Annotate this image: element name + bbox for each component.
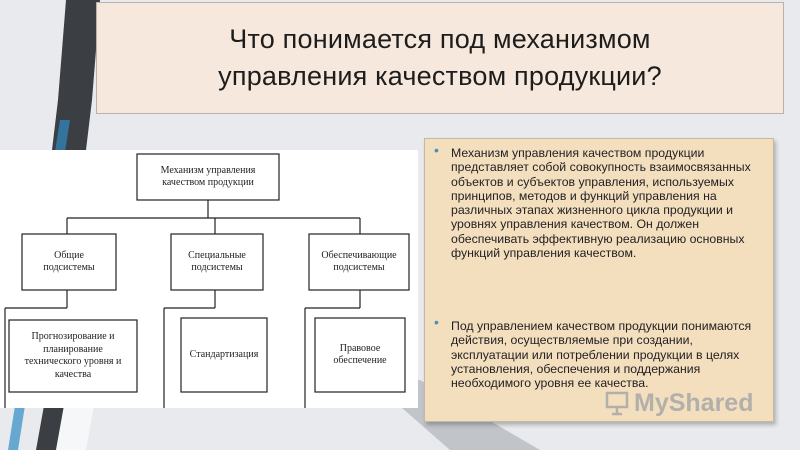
level3-node-2-line-1: Стандартизация [189,348,259,360]
level3-node-1-label: Прогнозирование и планирование техническ… [9,320,137,392]
level2-node-3-label: Обеспечивающие подсистемы [309,234,409,290]
bullet-icon: • [434,142,439,158]
title-box: Что понимается под механизмом управления… [96,2,784,114]
root-node-label: Механизм управления качеством продукции [137,154,279,200]
level3-node-2-label: Стандартизация [181,318,267,392]
diagram-panel: Механизм управления качеством продукции … [0,150,418,408]
paragraph-2: Под управлением качеством продукции пони… [451,319,752,391]
level2-node-1-line-2: подсистемы [43,262,95,273]
level2-node-1-label: Общие подсистемы [22,234,116,290]
bullet-icon: • [434,314,439,330]
title-line-1: Что понимается под механизмом [229,24,651,54]
level2-node-3-line-1: Обеспечивающие [321,249,397,261]
watermark-text: MyShared [634,388,754,417]
level3-node-1-line-1: Прогнозирование и [31,331,115,342]
level3-box-3 [314,317,406,393]
level2-box-1 [21,233,117,291]
level2-node-1-line-1: Общие [54,249,84,261]
level3-box-2 [180,317,268,393]
level2-node-3-line-2: подсистемы [333,262,385,273]
level3-node-1-line-3: технического уровня и [24,356,122,367]
root-node-line-1: Механизм управления [160,164,256,176]
paragraph-1: Механизм управления качеством продукции … [451,146,751,261]
presentation-icon [605,391,629,416]
level2-node-2-line-1: Специальные [188,249,246,261]
watermark: MyShared [604,388,753,418]
title-line-2: управления качеством продукции? [218,61,662,91]
definition-text-box: • Механизм управления качеством продукци… [424,138,774,422]
level2-box-3 [308,233,410,291]
level3-node-3-line-2: обеспечение [333,355,387,366]
level3-node-3-label: Правовое обеспечение [315,318,405,392]
level2-node-2-line-2: подсистемы [191,262,243,273]
level3-node-1-line-2: планирование [43,343,103,355]
level2-box-2 [170,233,264,291]
level3-box-1 [8,319,138,393]
diagram-connectors [4,153,410,408]
level3-node-1-line-4: качества [54,368,92,380]
level3-node-3-line-1: Правовое [339,342,381,354]
root-node-line-2: качеством продукции [162,177,254,188]
level2-node-2-label: Специальные подсистемы [171,234,263,290]
